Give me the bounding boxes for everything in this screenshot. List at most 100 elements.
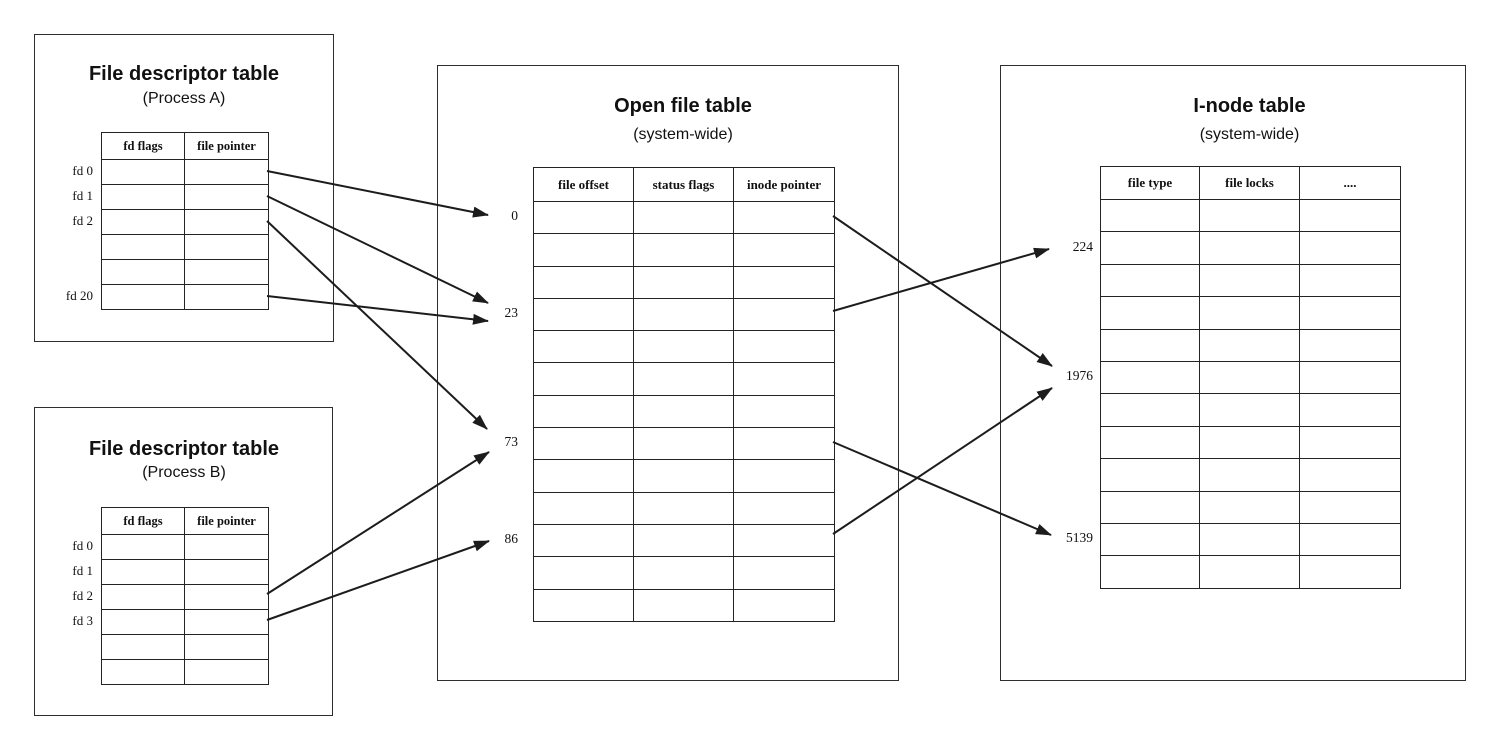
inode-cell xyxy=(1101,199,1200,232)
panel-fd-a-subtitle: (Process A) xyxy=(142,90,226,107)
open-file-cell xyxy=(534,427,634,460)
panel-fd-a-title: File descriptor table xyxy=(88,63,280,85)
inode-row-label-5139: 5139 xyxy=(1066,530,1093,546)
open-file-cell xyxy=(534,330,634,363)
fd-b-cell xyxy=(102,609,185,634)
fd-b-cell xyxy=(185,609,268,634)
open-file-row-1 xyxy=(534,233,834,266)
open-file-cell xyxy=(734,394,834,427)
inode-cell xyxy=(1101,555,1200,588)
inode-cell xyxy=(1300,425,1400,458)
fd-b-row-1 xyxy=(102,559,268,584)
fd-b-col-header-1: file pointer xyxy=(197,514,256,528)
open-file-row-8 xyxy=(534,459,834,492)
fd-b-row-2 xyxy=(102,584,268,609)
open-file-cell xyxy=(634,265,734,298)
open-file-cell xyxy=(634,588,734,621)
open-file-row-12 xyxy=(534,588,834,621)
fd-b-row-label-fd-0: fd 0 xyxy=(72,537,93,553)
fd-a-cell xyxy=(102,159,185,184)
inode-cell xyxy=(1200,263,1300,297)
inode-cell xyxy=(1101,393,1200,426)
panel-open-file-title: Open file table xyxy=(614,95,752,117)
open-file-cell xyxy=(534,265,634,298)
fd-a-cell xyxy=(185,259,268,284)
open-file-row-5 xyxy=(534,362,834,395)
open-file-cell xyxy=(634,459,734,492)
inode-col-header-0: file type xyxy=(1101,167,1200,199)
inode-row-1 xyxy=(1101,231,1400,264)
inode-cell xyxy=(1200,393,1300,426)
open-file-row-label-86: 86 xyxy=(504,531,519,547)
inode-cell xyxy=(1200,328,1300,362)
inode-row-8 xyxy=(1101,458,1400,491)
open-file-cell xyxy=(734,427,834,459)
inode-cell xyxy=(1101,425,1200,459)
fd-b-cell xyxy=(185,659,268,684)
open-file-cell xyxy=(734,297,834,330)
inode-cell xyxy=(1200,199,1300,232)
open-file-cell xyxy=(634,233,734,266)
open-file-cell xyxy=(734,588,834,621)
inode-cell xyxy=(1101,490,1200,524)
inode-col-header-2: .... xyxy=(1343,175,1357,190)
fd-b-cell xyxy=(102,659,185,684)
fd-a-row-label-fd-1: fd 1 xyxy=(72,187,93,203)
open-file-row-11 xyxy=(534,556,834,589)
open-file-cell xyxy=(734,201,834,233)
open-file-row-3 xyxy=(534,297,834,331)
open-file-row-9 xyxy=(534,491,834,524)
fd-b-cell xyxy=(185,534,268,559)
fd-b-cell xyxy=(102,559,185,584)
open-file-cell xyxy=(734,330,834,362)
inode-cell xyxy=(1300,393,1400,425)
open-file-cell xyxy=(634,362,734,395)
inode-row-10 xyxy=(1101,523,1400,556)
fd-b-cell xyxy=(102,634,185,659)
fd-b-row-0 xyxy=(102,534,268,559)
open-file-row-0 xyxy=(534,201,834,234)
open-file-cell xyxy=(734,491,834,524)
fd-a-row-0 xyxy=(102,159,268,184)
open-file-col-header-0: file offset xyxy=(534,168,634,201)
fd-a-cell xyxy=(185,209,268,234)
fd-b-cell xyxy=(102,584,185,609)
inode-cell xyxy=(1300,523,1400,555)
inode-cell xyxy=(1200,361,1300,394)
inode-cell xyxy=(1200,555,1300,588)
fd-a-cell xyxy=(102,284,185,309)
inode-cell xyxy=(1300,199,1400,231)
inode-row-11 xyxy=(1101,555,1400,588)
open-file-row-label-0: 0 xyxy=(511,208,518,224)
open-file-cell xyxy=(534,394,634,428)
fd-a-row-4 xyxy=(102,259,268,284)
inode-cell xyxy=(1300,263,1400,296)
inode-cell xyxy=(1101,328,1200,362)
inode-cell xyxy=(1200,296,1300,329)
fd-b-cell xyxy=(102,534,185,559)
fd-a-row-1 xyxy=(102,184,268,209)
inode-cell xyxy=(1101,263,1200,297)
open-file-cell xyxy=(534,201,634,234)
inode-cell xyxy=(1101,523,1200,556)
fd-b-cell xyxy=(185,634,268,659)
open-file-cell xyxy=(734,362,834,394)
panel-fd-b-table: fd flags file pointer xyxy=(101,507,269,685)
fd-b-col-header-0: fd flags xyxy=(102,508,185,534)
inode-row-label-1976: 1976 xyxy=(1066,368,1093,384)
open-file-cell xyxy=(734,265,834,298)
inode-cell xyxy=(1300,490,1400,523)
fd-b-row-5 xyxy=(102,659,268,684)
fd-b-cell xyxy=(185,559,268,584)
open-file-cell xyxy=(534,233,634,266)
inode-cell xyxy=(1200,458,1300,491)
open-file-row-10 xyxy=(534,523,834,557)
fd-a-cell xyxy=(185,159,268,184)
inode-col-header-1: file locks xyxy=(1200,167,1300,199)
inode-cell xyxy=(1200,490,1300,524)
open-file-row-label-73: 73 xyxy=(504,434,519,450)
